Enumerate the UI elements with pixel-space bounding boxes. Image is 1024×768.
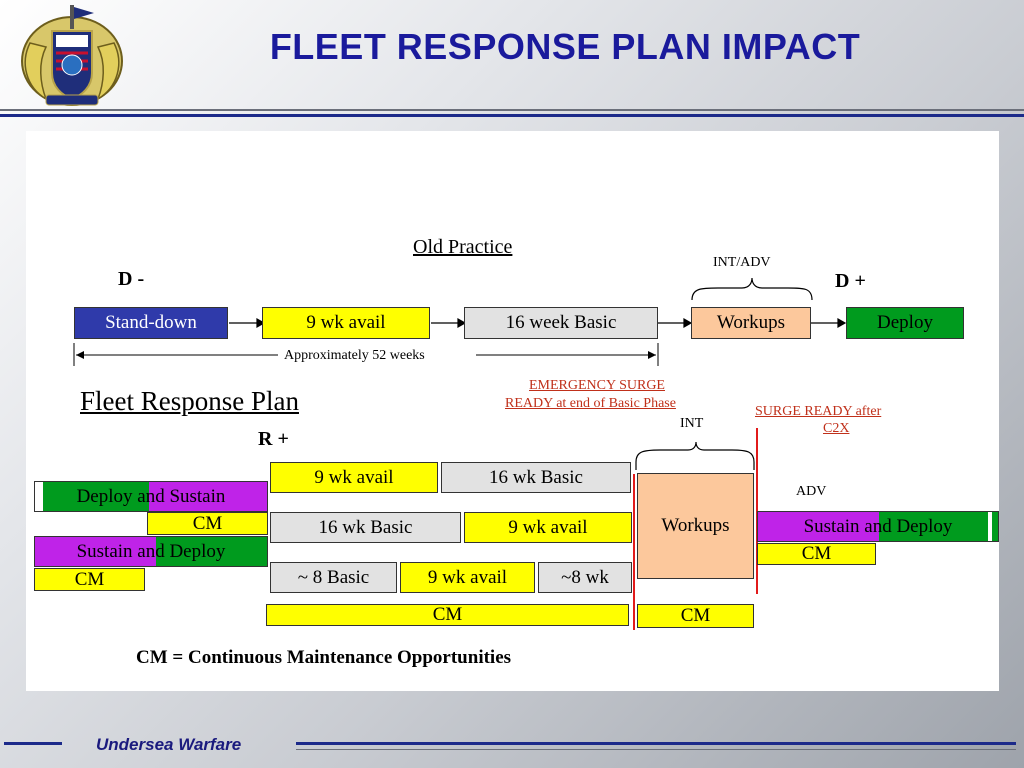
- sustain-and-deploy-label-right: Sustain and Deploy: [803, 515, 953, 537]
- row2-nine-wk-avail: 9 wk avail: [464, 512, 632, 543]
- surge-ready-line1: SURGE READY after: [755, 404, 882, 419]
- old-practice-heading: Old Practice: [413, 236, 513, 258]
- row1-nine-wk-avail: 9 wk avail: [270, 462, 438, 493]
- footer-line-right-thin: [296, 749, 1016, 750]
- page-title: FLEET RESPONSE PLAN IMPACT: [269, 26, 861, 67]
- deploy-and-sustain-label: Deploy and Sustain: [76, 485, 226, 507]
- int-adv-label: INT/ADV: [713, 255, 771, 270]
- row1-sixteen-wk-basic: 16 wk Basic: [441, 462, 631, 493]
- cm-legend: CM = Continuous Maintenance Opportunitie…: [136, 647, 512, 668]
- adv-label: ADV: [796, 484, 827, 499]
- d-minus-label: D -: [118, 268, 145, 290]
- frp-heading: Fleet Response Plan: [80, 386, 299, 416]
- surge-ready-line2: C2X: [823, 421, 850, 436]
- footer-line-left: [4, 742, 62, 745]
- nine-wk-avail-box: 9 wk avail: [262, 307, 430, 339]
- submarine-force-emblem-icon: [21, 5, 123, 106]
- sustain-and-deploy-bar-right: Sustain and Deploy: [757, 511, 999, 542]
- header-divider-accent: [0, 114, 1024, 117]
- row3-eight-wk: ~8 wk: [538, 562, 632, 593]
- emergency-surge-line1: EMERGENCY SURGE: [529, 378, 665, 393]
- sustain-and-deploy-label-left: Sustain and Deploy: [76, 540, 226, 562]
- header-divider: [0, 109, 1024, 111]
- left-cm-box-1: CM: [147, 512, 268, 535]
- deploy-box: Deploy: [846, 307, 964, 339]
- stand-down-box: Stand-down: [74, 307, 228, 339]
- wide-cm-box: CM: [266, 604, 629, 626]
- d-plus-label: D +: [835, 270, 866, 292]
- workups-box: Workups: [691, 307, 811, 339]
- diagram-panel: [26, 131, 999, 691]
- row3-eight-basic: ~ 8 Basic: [270, 562, 397, 593]
- duration-label: Approximately 52 weeks: [284, 348, 425, 363]
- footer-line-right: [296, 742, 1016, 745]
- row2-sixteen-wk-basic: 16 wk Basic: [270, 512, 461, 543]
- int-label: INT: [680, 416, 704, 431]
- frp-workups-box: Workups: [637, 473, 754, 579]
- footer-label: Undersea Warfare: [96, 735, 242, 754]
- sustain-and-deploy-bar-left: Sustain and Deploy: [34, 536, 268, 567]
- right-cm-box: CM: [757, 543, 876, 565]
- sixteen-week-basic-box: 16 week Basic: [464, 307, 658, 339]
- row3-nine-wk-avail: 9 wk avail: [400, 562, 535, 593]
- logo: [16, 3, 128, 111]
- r-plus-label: R +: [258, 428, 289, 450]
- emergency-surge-line2: READY at end of Basic Phase: [505, 396, 676, 411]
- deploy-and-sustain-bar: Deploy and Sustain: [34, 481, 268, 512]
- workups-cm-box: CM: [637, 604, 754, 628]
- left-cm-box-2: CM: [34, 568, 145, 591]
